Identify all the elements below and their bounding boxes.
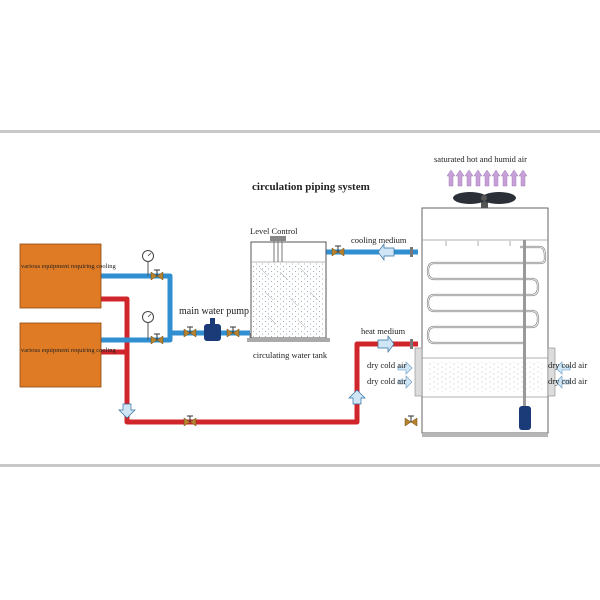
diagram-title: circulation piping system [252,181,370,193]
valve-icon [331,245,345,257]
spray-pump-icon [519,406,531,430]
level-control-icon [270,236,286,262]
tank-label: circulating water tank [253,350,328,360]
air-inlet-label: dry cold air [548,360,587,370]
exhaust-arrow-icon [464,169,474,187]
bottom-divider [0,464,600,467]
top-divider [0,130,600,133]
exhaust-arrow-icon [455,169,465,187]
air-inlet-label: dry cold air [367,376,406,386]
exhaust-arrow-icon [491,169,501,187]
pump-label: main water pump [179,306,249,317]
main-pump-icon [204,318,221,341]
valve-icon [226,326,240,338]
flow-arrows [118,242,395,419]
valves [150,245,418,427]
valve-icon [404,415,418,427]
tower-basin [422,433,548,437]
level-control-label: Level Control [250,226,298,236]
cooling-medium-label: cooling medium [351,235,407,245]
tower-body [421,207,549,434]
exhaust-arrow-icon [446,169,456,187]
pressure-gauge-icon [142,311,154,340]
exhaust-arrows [446,169,528,187]
valve-icon [150,333,164,345]
left-louver [414,347,423,397]
right-louver [547,347,556,397]
exhaust-arrow-icon [473,169,483,187]
pressure-gauge-icon [142,250,154,276]
equipment-box [19,322,102,388]
hot-pipes [101,296,418,425]
exhaust-arrow-icon [509,169,519,187]
equipment-label: various equipment requiring cooling [21,347,117,354]
valve-icon [150,269,164,281]
equipment-box [19,243,102,309]
exhaust-arrow-icon [500,169,510,187]
tank-base [247,338,330,342]
exhaust-arrow-icon [518,169,528,187]
valve-icon [183,326,197,338]
equipment-label: various equipment requiring cooling [21,263,117,270]
circulating-water-tank [247,241,330,342]
air-inlet-label: dry cold air [367,360,406,370]
fan-icon [453,192,516,208]
air-inlet-label: dry cold air [548,376,587,386]
exhaust-arrow-icon [482,169,492,187]
exhaust-label: saturated hot and humid air [434,154,527,164]
valve-icon [183,415,197,427]
cooling-tower [414,169,556,437]
air-inlet-arrows [397,361,571,389]
heat-medium-label: heat medium [361,326,406,336]
